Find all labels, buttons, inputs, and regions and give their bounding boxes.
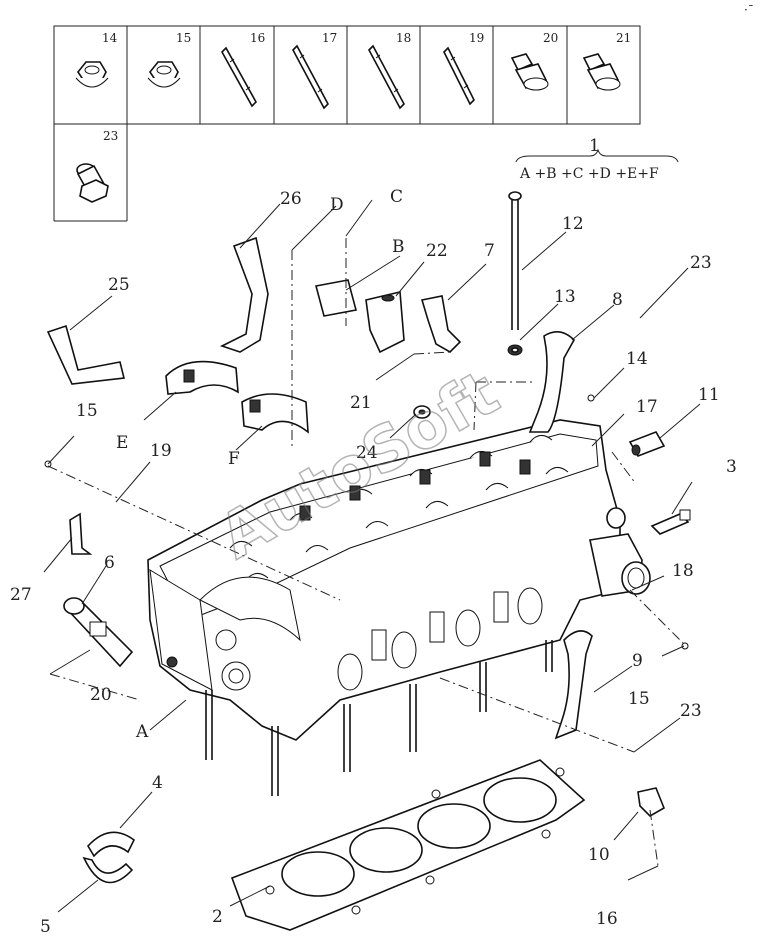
intake-ports (337, 587, 543, 691)
parts-box: 14 15 16 17 18 19 20 21 23 (53, 25, 641, 222)
box-label-16: 16 (250, 31, 265, 45)
part-16-stud-icon (221, 46, 257, 108)
callout-23-top: 23 (690, 253, 712, 273)
box-label-15: 15 (176, 31, 191, 45)
callout-14: 14 (626, 349, 648, 369)
callout-19: 19 (150, 441, 172, 461)
part-4-bearing-shell (87, 831, 136, 858)
callout-17: 17 (636, 397, 658, 417)
part-21-union-bolt-icon (582, 53, 621, 91)
part-5-bearing-shell (82, 856, 134, 884)
part-22-bracket (365, 291, 405, 354)
callout-24: 24 (356, 443, 378, 463)
part-E-camshaft-cap (165, 360, 239, 395)
box-label-23: 23 (103, 129, 118, 143)
part-23-bolt-icon (76, 163, 109, 203)
callout-18: 18 (672, 561, 694, 581)
head-bolts (205, 640, 553, 796)
callout-25: 25 (108, 275, 130, 295)
part-13-washer (507, 344, 523, 356)
part-25-bracket (46, 324, 125, 385)
callout-16: 16 (596, 909, 618, 929)
callout-3: 3 (726, 457, 737, 477)
part-14-hex-nut-icon (75, 61, 109, 88)
callout-5: 5 (40, 917, 51, 937)
part-B-camshaft-cap (315, 279, 357, 317)
box-label-19: 19 (469, 31, 484, 45)
callout-E: E (116, 433, 128, 453)
callout-2: 2 (212, 907, 223, 927)
part-7-camshaft-sensor (420, 295, 462, 353)
part-6-oil-control-valve (63, 597, 134, 668)
leader-lines (43, 199, 701, 913)
callout-6: 6 (104, 553, 115, 573)
part-17-stud-icon (292, 44, 329, 110)
callout-21: 21 (350, 393, 372, 413)
callout-12: 12 (562, 214, 584, 234)
callout-B: B (392, 237, 405, 257)
part-15-marker-right (681, 642, 689, 650)
assembly-header: 1 A +B +C +D +E+F (515, 136, 679, 182)
callout-23-bottom: 23 (680, 701, 702, 721)
callout-labels: 2 3 4 5 6 7 8 9 10 11 12 13 14 15 15 16 … (10, 187, 737, 937)
assembly-formula: A +B +C +D +E+F (519, 166, 659, 182)
box-label-17: 17 (322, 31, 337, 45)
callout-D: D (330, 195, 344, 215)
callout-15-left: 15 (76, 401, 98, 421)
part-F-camshaft-cap (241, 393, 309, 434)
callout-13: 13 (554, 287, 576, 307)
part-3-sensor (650, 509, 691, 535)
box-label-21: 21 (616, 31, 631, 45)
cylinder-head (147, 419, 651, 796)
part-8-engine-hanger (528, 331, 575, 433)
part-26-bracket (219, 236, 269, 353)
callout-11: 11 (698, 385, 720, 405)
head-gasket (230, 759, 586, 931)
corner-mark: ·ˉ (744, 3, 754, 17)
coolant-outlet (589, 507, 651, 597)
box-label-20: 20 (543, 31, 558, 45)
part-27-clip (69, 512, 93, 555)
callout-22: 22 (426, 241, 448, 261)
part-19-stud-icon (443, 46, 475, 106)
callout-27: 27 (10, 585, 32, 605)
part-12-head-bolt (508, 191, 522, 330)
part-9-engine-hanger (554, 630, 593, 740)
callout-20: 20 (90, 685, 112, 705)
callout-8: 8 (612, 290, 623, 310)
part-11-sensor (628, 431, 666, 457)
callout-4: 4 (152, 773, 163, 793)
callout-F: F (228, 449, 240, 469)
callout-15-right: 15 (628, 689, 650, 709)
callout-7: 7 (484, 241, 495, 261)
camshaft-journals (229, 435, 569, 581)
part-20-union-bolt-icon (510, 53, 549, 91)
box-label-18: 18 (396, 31, 411, 45)
callout-C: C (390, 187, 403, 207)
part-15-hex-nut-icon (147, 61, 181, 88)
part-14-marker (587, 394, 595, 402)
callout-A: A (135, 722, 149, 742)
assembly-lines (47, 238, 687, 867)
callout-9: 9 (632, 651, 643, 671)
callout-1: 1 (589, 136, 600, 156)
box-label-14: 14 (102, 31, 118, 45)
callout-10: 10 (588, 845, 610, 865)
part-10-bracket (637, 787, 666, 817)
callout-26: 26 (280, 189, 302, 209)
part-18-stud-icon (368, 44, 405, 110)
part-24-washer (413, 405, 431, 419)
